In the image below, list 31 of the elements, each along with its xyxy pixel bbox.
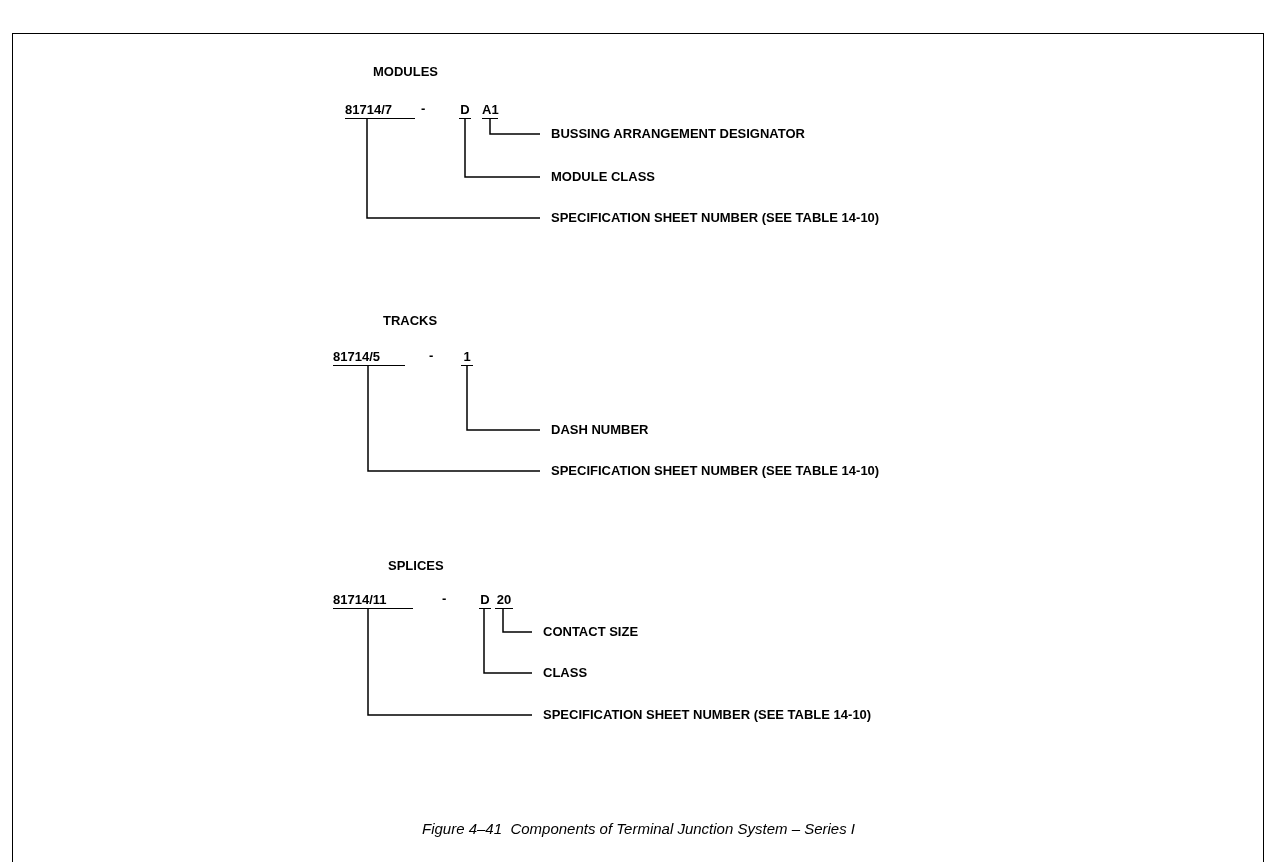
field-description: MODULE CLASS xyxy=(540,169,655,185)
field-description: SPECIFICATION SHEET NUMBER (SEE TABLE 14-10) xyxy=(540,210,880,226)
part-number-segment: 81714/5 xyxy=(333,349,405,366)
part-number-segment: 1 xyxy=(461,349,473,366)
figure-caption: Figure 4–41 Components of Terminal Junction System – Series I xyxy=(421,820,856,837)
part-number-segment: D xyxy=(459,102,471,119)
leader-line xyxy=(489,118,541,135)
part-number-segment: 20 xyxy=(495,592,513,609)
separator-dash: - xyxy=(429,348,434,364)
field-description: BUSSING ARRANGEMENT DESIGNATOR xyxy=(540,126,805,142)
field-description: CONTACT SIZE xyxy=(532,624,639,640)
leader-line xyxy=(483,608,533,674)
section-heading: MODULES xyxy=(373,64,438,80)
section-heading: SPLICES xyxy=(388,558,444,574)
part-number-segment: A1 xyxy=(482,102,498,119)
leader-line xyxy=(464,118,541,178)
field-description: DASH NUMBER xyxy=(540,422,649,438)
separator-dash: - xyxy=(442,591,447,607)
field-description: SPECIFICATION SHEET NUMBER (SEE TABLE 14-10) xyxy=(540,463,880,479)
field-description: CLASS xyxy=(532,665,588,681)
leader-line xyxy=(367,608,533,716)
section-heading: TRACKS xyxy=(383,313,438,329)
part-number-segment: 81714/11 xyxy=(333,592,413,609)
field-description: SPECIFICATION SHEET NUMBER (SEE TABLE 14-10) xyxy=(532,707,872,723)
leader-line xyxy=(502,608,533,633)
separator-dash: - xyxy=(421,101,426,117)
part-number-segment: D xyxy=(479,592,491,609)
leader-line xyxy=(366,118,541,219)
leader-line xyxy=(367,365,541,472)
part-number-segment: 81714/7 xyxy=(345,102,415,119)
leader-line xyxy=(466,365,541,431)
